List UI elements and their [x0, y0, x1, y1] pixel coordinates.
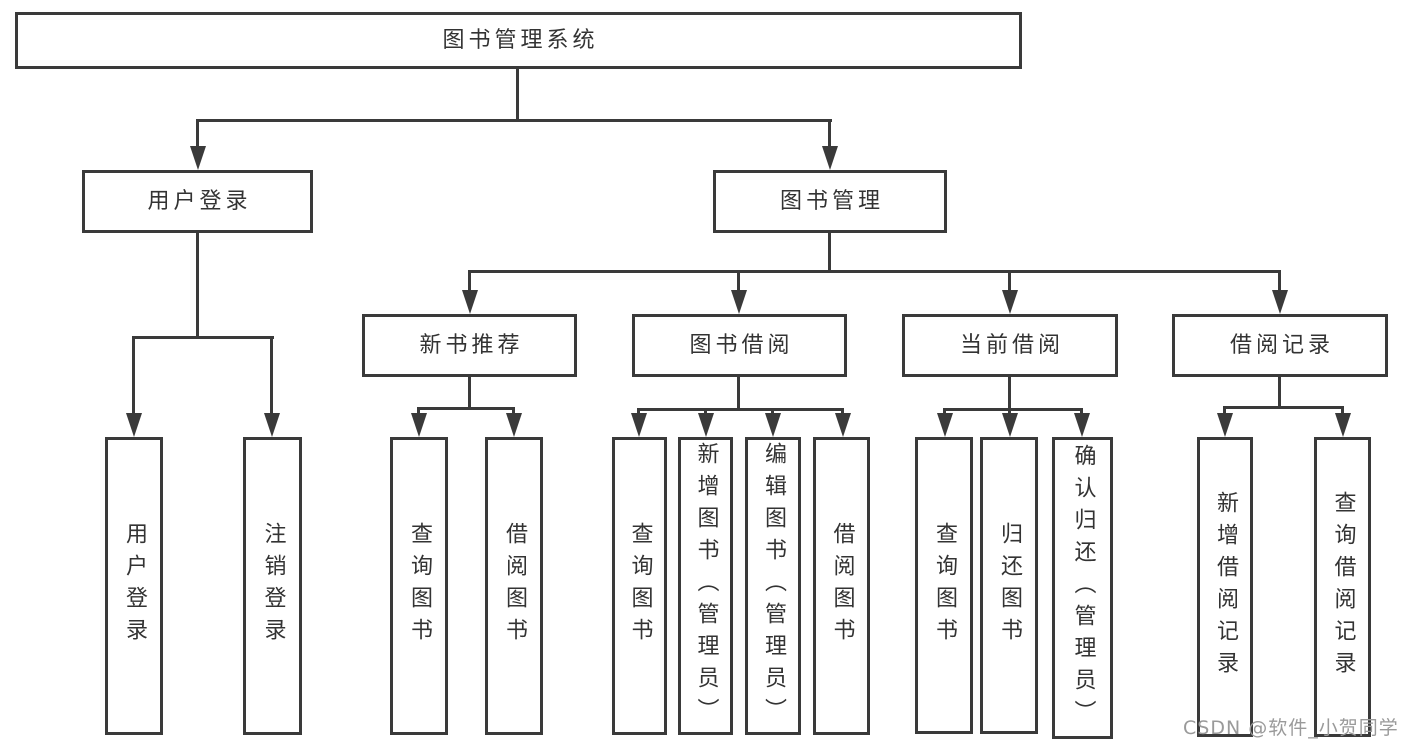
- arrow-down-icon: [1002, 290, 1018, 314]
- node-book-mgmt: 图书管理: [713, 170, 947, 233]
- arrow-down-icon: [1002, 413, 1018, 437]
- arrow-down-icon: [126, 413, 142, 437]
- connector-line: [943, 408, 1083, 411]
- connector-line: [417, 407, 515, 410]
- connector-line: [1008, 377, 1011, 411]
- connector-line: [132, 336, 274, 339]
- node-leaf-return-book: 归还图书: [980, 437, 1038, 734]
- arrow-down-icon: [1335, 413, 1351, 437]
- arrow-down-icon: [264, 413, 280, 437]
- connector-line: [132, 336, 135, 418]
- arrow-down-icon: [822, 146, 838, 170]
- node-leaf-add-record: 新增借阅记录: [1197, 437, 1253, 737]
- node-borrow-record: 借阅记录: [1172, 314, 1388, 377]
- connector-line: [196, 119, 832, 122]
- connector-line: [1341, 406, 1344, 419]
- node-leaf-logout: 注销登录: [243, 437, 302, 735]
- node-leaf-query-record: 查询借阅记录: [1314, 437, 1371, 737]
- arrow-down-icon: [190, 146, 206, 170]
- node-leaf-edit-book: 编辑图书（管理员）: [745, 437, 801, 735]
- connector-line: [737, 377, 740, 411]
- node-book-borrow: 图书借阅: [632, 314, 847, 377]
- arrow-down-icon: [1217, 413, 1233, 437]
- connector-line: [1278, 270, 1281, 295]
- arrow-down-icon: [506, 413, 522, 437]
- connector-line: [270, 336, 273, 418]
- connector-line: [468, 377, 471, 410]
- arrow-down-icon: [1074, 413, 1090, 437]
- node-leaf-borrow-book-new: 借阅图书: [485, 437, 543, 735]
- node-leaf-query-book-b: 查询图书: [612, 437, 667, 735]
- connector-line: [1278, 377, 1281, 408]
- arrow-down-icon: [835, 413, 851, 437]
- connector-line: [468, 270, 1281, 273]
- node-new-book-rec: 新书推荐: [362, 314, 577, 377]
- node-user-login: 用户登录: [82, 170, 313, 233]
- arrow-down-icon: [462, 290, 478, 314]
- arrow-down-icon: [731, 290, 747, 314]
- arrow-down-icon: [698, 413, 714, 437]
- connector-line: [196, 233, 199, 339]
- arrow-down-icon: [1272, 290, 1288, 314]
- connector-line: [1008, 270, 1011, 295]
- node-leaf-user-login: 用户登录: [105, 437, 163, 735]
- arrow-down-icon: [765, 413, 781, 437]
- arrow-down-icon: [631, 413, 647, 437]
- connector-line: [637, 408, 844, 411]
- node-current-borrow: 当前借阅: [902, 314, 1118, 377]
- node-leaf-borrow-book: 借阅图书: [813, 437, 870, 735]
- connector-line: [516, 68, 519, 121]
- node-leaf-confirm-return: 确认归还（管理员）: [1052, 437, 1113, 739]
- node-leaf-add-book: 新增图书（管理员）: [678, 437, 733, 735]
- connector-line: [737, 270, 740, 295]
- connector-line: [1223, 406, 1344, 409]
- connector-line: [196, 119, 199, 151]
- node-leaf-query-book-new: 查询图书: [390, 437, 448, 735]
- node-leaf-query-book-c: 查询图书: [915, 437, 973, 734]
- connector-line: [828, 119, 831, 151]
- arrow-down-icon: [937, 413, 953, 437]
- connector-line: [828, 233, 831, 273]
- arrow-down-icon: [411, 413, 427, 437]
- connector-line: [468, 270, 471, 295]
- node-root: 图书管理系统: [15, 12, 1022, 69]
- connector-line: [1223, 406, 1226, 419]
- csdn-watermark: CSDN @软件_小贺同学: [1183, 717, 1399, 739]
